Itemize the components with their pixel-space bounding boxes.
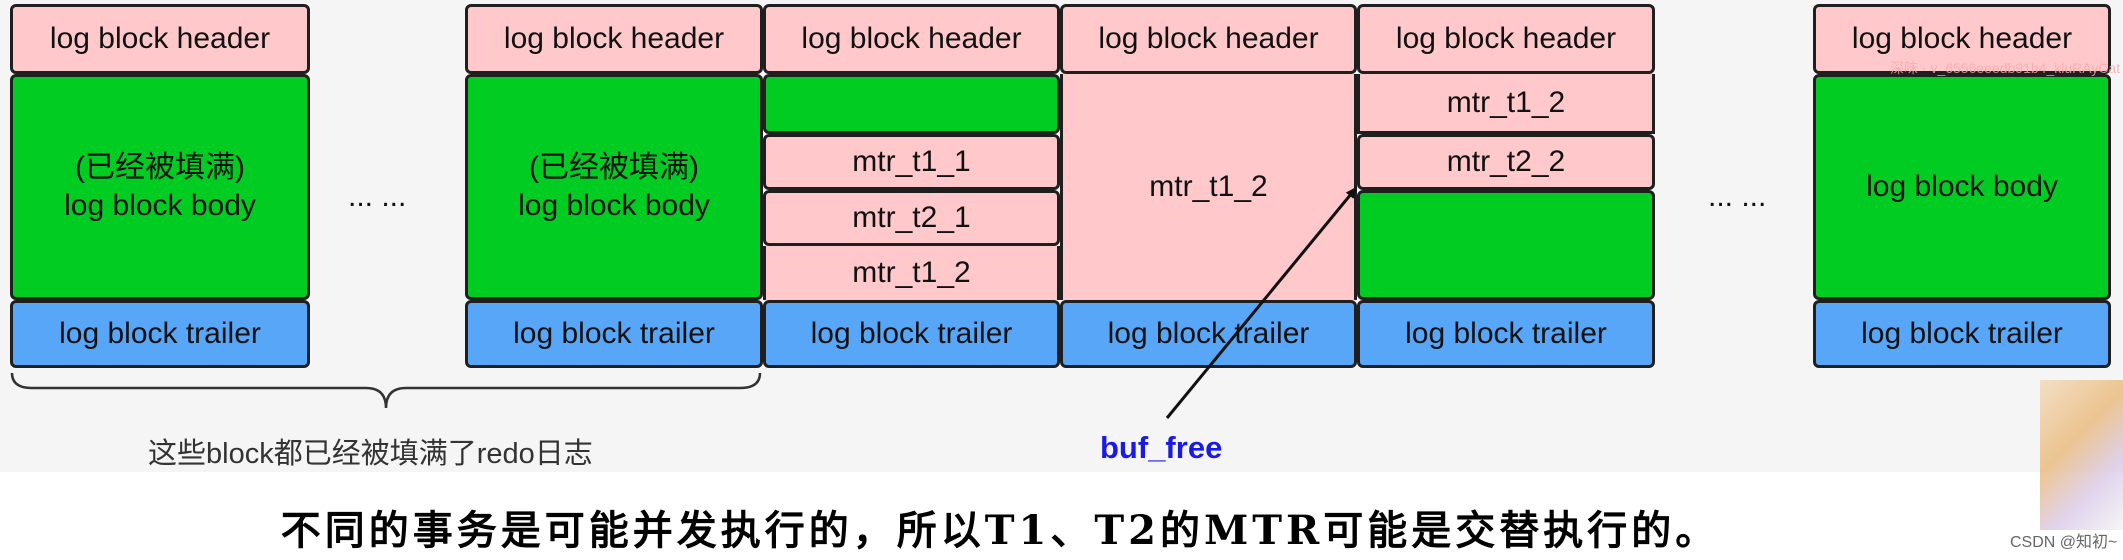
block2-body: (已经被填满) log block body <box>465 74 763 300</box>
block3-mtr-t1-1: mtr_t1_1 <box>763 134 1060 190</box>
block3-header: log block header <box>763 4 1060 74</box>
block4-header: log block header <box>1060 4 1357 74</box>
filled-blocks-label: 这些block都已经被填满了redo日志 <box>148 438 593 470</box>
block1-trailer: log block trailer <box>10 300 310 368</box>
buf-free-arrow <box>1165 186 1358 419</box>
block5-trailer: log block trailer <box>1357 300 1655 368</box>
brace-icon <box>10 372 762 409</box>
block3-trailer: log block trailer <box>763 300 1060 368</box>
block2-trailer: log block trailer <box>465 300 763 368</box>
blurred-avatar <box>2040 380 2123 530</box>
csdn-watermark: CSDN @知初~ <box>2010 534 2118 551</box>
ellipsis-left: ... ... <box>348 180 407 213</box>
block2-header: log block header <box>465 4 763 74</box>
block6-body: log block body <box>1813 74 2111 300</box>
block5-green-area <box>1357 190 1655 300</box>
block3-mtr-t1-2: mtr_t1_2 <box>763 246 1060 300</box>
block6-trailer: log block trailer <box>1813 300 2111 368</box>
block3-mtr-t2-1: mtr_t2_1 <box>763 190 1060 246</box>
watermark-top: 深味 · v_6556eeedb91b4_kluRAyCat <box>1890 60 2121 76</box>
block3-green-area <box>763 74 1060 134</box>
caption: 不同的事务是可能并发执行的，所以T1、T2的MTR可能是交替执行的。 <box>280 507 1720 554</box>
block6-header: log block header <box>1813 4 2111 74</box>
ellipsis-right: ... ... <box>1708 180 1767 213</box>
block4-mtr-t1-2: mtr_t1_2 <box>1060 74 1357 300</box>
block5-mtr-t2-2: mtr_t2_2 <box>1357 134 1655 190</box>
block1-body: (已经被填满) log block body <box>10 74 310 300</box>
block5-header: log block header <box>1357 4 1655 74</box>
block5-mtr-t1-2: mtr_t1_2 <box>1357 74 1655 134</box>
block1-header: log block header <box>10 4 310 74</box>
buf-free-label: buf_free <box>1100 430 1223 465</box>
